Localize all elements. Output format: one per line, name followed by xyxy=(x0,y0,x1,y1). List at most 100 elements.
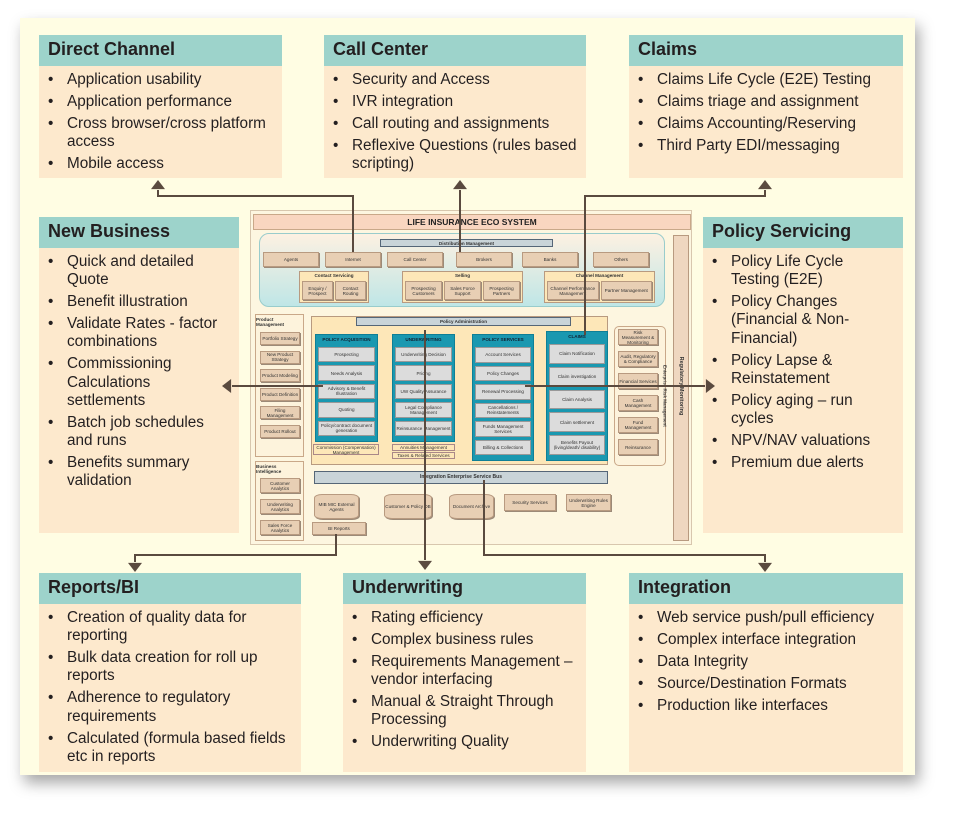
list-item: Benefit illustration xyxy=(48,293,231,311)
channel-box: Internet xyxy=(325,252,381,267)
column-item: Account Services xyxy=(475,347,531,363)
column-title: UNDERWRITING xyxy=(405,337,442,342)
eco-title: LIFE INSURANCE ECO SYSTEM xyxy=(253,214,691,230)
list-item: Premium due alerts xyxy=(712,454,895,472)
panel-list: Security and AccessIVR integrationCall r… xyxy=(324,66,586,173)
bi-reports-box: BI Reports xyxy=(312,522,366,535)
uw-extra-box: Annuities Management xyxy=(392,444,455,451)
risk-item: Audit, Regulatory & Compliance xyxy=(618,351,658,367)
data-store: MIB MIC External Agents xyxy=(314,494,359,519)
list-item: Creation of quality data for reporting xyxy=(48,609,293,645)
life-insurance-ecosystem-image: LIFE INSURANCE ECO SYSTEM Distribution Ma… xyxy=(250,210,692,545)
list-item: Call routing and assignments xyxy=(333,115,578,133)
column-title: POLICY SERVICES xyxy=(482,337,524,342)
list-item: Quick and detailed Quote xyxy=(48,253,231,289)
channel-box: Brokers xyxy=(456,252,512,267)
arrowhead-icon xyxy=(128,562,142,572)
product-item: Product Modeling xyxy=(260,369,300,382)
list-item: Benefits summary validation xyxy=(48,454,231,490)
panel-title: Integration xyxy=(629,573,903,604)
uw-extra-box: Taxes & Related Services xyxy=(392,452,455,459)
list-item: IVR integration xyxy=(333,93,578,111)
list-item: Cross browser/cross platform access xyxy=(48,115,274,151)
list-item: Data Integrity xyxy=(638,653,895,671)
arrowhead-icon xyxy=(453,180,467,190)
arrowhead-icon xyxy=(758,180,772,190)
call-center-panel: Call CenterSecurity and AccessIVR integr… xyxy=(324,35,586,178)
underwriting-panel: UnderwritingRating efficiencyComplex bus… xyxy=(343,573,586,772)
list-item: Commissioning Calculations settlements xyxy=(48,355,231,410)
data-store: Security Services xyxy=(504,494,556,511)
column-item: Policy/contract document generation xyxy=(318,420,375,436)
connector-line xyxy=(584,190,766,335)
arrowhead-icon xyxy=(705,379,715,393)
list-item: Production like interfaces xyxy=(638,697,895,715)
panel-title: Direct Channel xyxy=(39,35,282,66)
list-item: Policy Lapse & Reinstatement xyxy=(712,352,895,388)
esb-bar: Integration Enterprise Service Bus xyxy=(314,471,608,484)
column-item: Reinsurance Management xyxy=(395,420,452,436)
column-item: Underwriting Decision xyxy=(395,347,452,363)
product-item: New Product Strategy xyxy=(260,350,300,364)
list-item: Manual & Straight Through Processing xyxy=(352,693,578,729)
group-item: Partner Management xyxy=(600,281,652,300)
list-item: Underwriting Quality xyxy=(352,733,578,751)
group-item: Prospecting Partners xyxy=(483,281,520,300)
group-title: Contact Servicing xyxy=(314,273,354,278)
panel-title: Reports/BI xyxy=(39,573,301,604)
column-item: Billing & Collections xyxy=(475,439,531,455)
column-item: Cancellations / Reinstatements xyxy=(475,402,531,418)
risk-item: Cash Management xyxy=(618,395,658,411)
policy-servicing-panel: Policy ServicingPolicy Life Cycle Testin… xyxy=(703,217,903,533)
connector-line xyxy=(483,480,766,562)
panel-list: Policy Life Cycle Testing (E2E) Policy Ch… xyxy=(703,248,903,472)
column-item: Funds Management Services xyxy=(475,421,531,437)
reports-bi-panel: Reports/BICreation of quality data for r… xyxy=(39,573,301,772)
arrowhead-icon xyxy=(222,379,232,393)
panel-list: Web service push/pull efficiencyComplex … xyxy=(629,604,903,715)
risk-item: Fund Management xyxy=(618,417,658,433)
list-item: Reflexive Questions (rules based scripti… xyxy=(333,137,578,173)
group-title: Selling xyxy=(454,273,471,278)
list-item: Complex interface integration xyxy=(638,631,895,649)
panel-title: Product Management xyxy=(256,317,285,327)
list-item: Source/Destination Formats xyxy=(638,675,895,693)
panel-title: Business Intelligence xyxy=(256,463,282,474)
panel-list: Quick and detailed QuoteBenefit illustra… xyxy=(39,248,239,490)
claims-panel: ClaimsClaims Life Cycle (E2E) TestingCla… xyxy=(629,35,903,178)
group-item: Contact Routing xyxy=(335,281,366,300)
connector-line xyxy=(157,190,354,252)
list-item: Claims triage and assignment xyxy=(638,93,895,111)
list-item: Claims Life Cycle (E2E) Testing xyxy=(638,71,895,89)
bi-item: Underwriting Analytics xyxy=(260,499,300,514)
column-item: Needs Analysis xyxy=(318,365,375,381)
column-item: Claim settlement xyxy=(549,412,605,433)
product-item: Portfolio Strategy xyxy=(260,332,300,345)
column-item: Pricing xyxy=(395,365,452,381)
channel-box: Others xyxy=(593,252,649,267)
direct-channel-panel: Direct ChannelApplication usabilityAppli… xyxy=(39,35,282,178)
product-item: Product Rollout xyxy=(260,424,300,438)
bi-item: Sales Force Analytics xyxy=(260,520,300,535)
distribution-bar: Distribution Management xyxy=(380,239,553,247)
list-item: Application usability xyxy=(48,71,274,89)
panel-title: New Business xyxy=(39,217,239,248)
list-item: NPV/NAV valuations xyxy=(712,432,895,450)
enterprise-risk-label: Enterprise Risk Management xyxy=(662,365,668,427)
panel-list: Creation of quality data for reportingBu… xyxy=(39,604,301,766)
panel-title: Call Center xyxy=(324,35,586,66)
connector-line xyxy=(134,534,337,562)
bi-item: Customer Analytics xyxy=(260,478,300,493)
channel-box: Agents xyxy=(263,252,319,267)
new-business-panel: New BusinessQuick and detailed QuoteBene… xyxy=(39,217,239,533)
list-item: Policy Changes (Financial & Non-Financia… xyxy=(712,293,895,348)
column-title: CLAIMS xyxy=(568,334,586,339)
list-item: Validate Rates - factor combinations xyxy=(48,315,231,351)
column-item: Benefits Payout (living/death/ disabilit… xyxy=(549,435,605,455)
product-item: Filing Management xyxy=(260,406,300,419)
group-title: Channel Management xyxy=(575,273,624,278)
list-item: Adherence to regulatory requirements xyxy=(48,689,293,725)
column-item: Quoting xyxy=(318,402,375,418)
list-item: Policy Life Cycle Testing (E2E) xyxy=(712,253,895,289)
group-item: Sales Force Support xyxy=(444,281,481,300)
